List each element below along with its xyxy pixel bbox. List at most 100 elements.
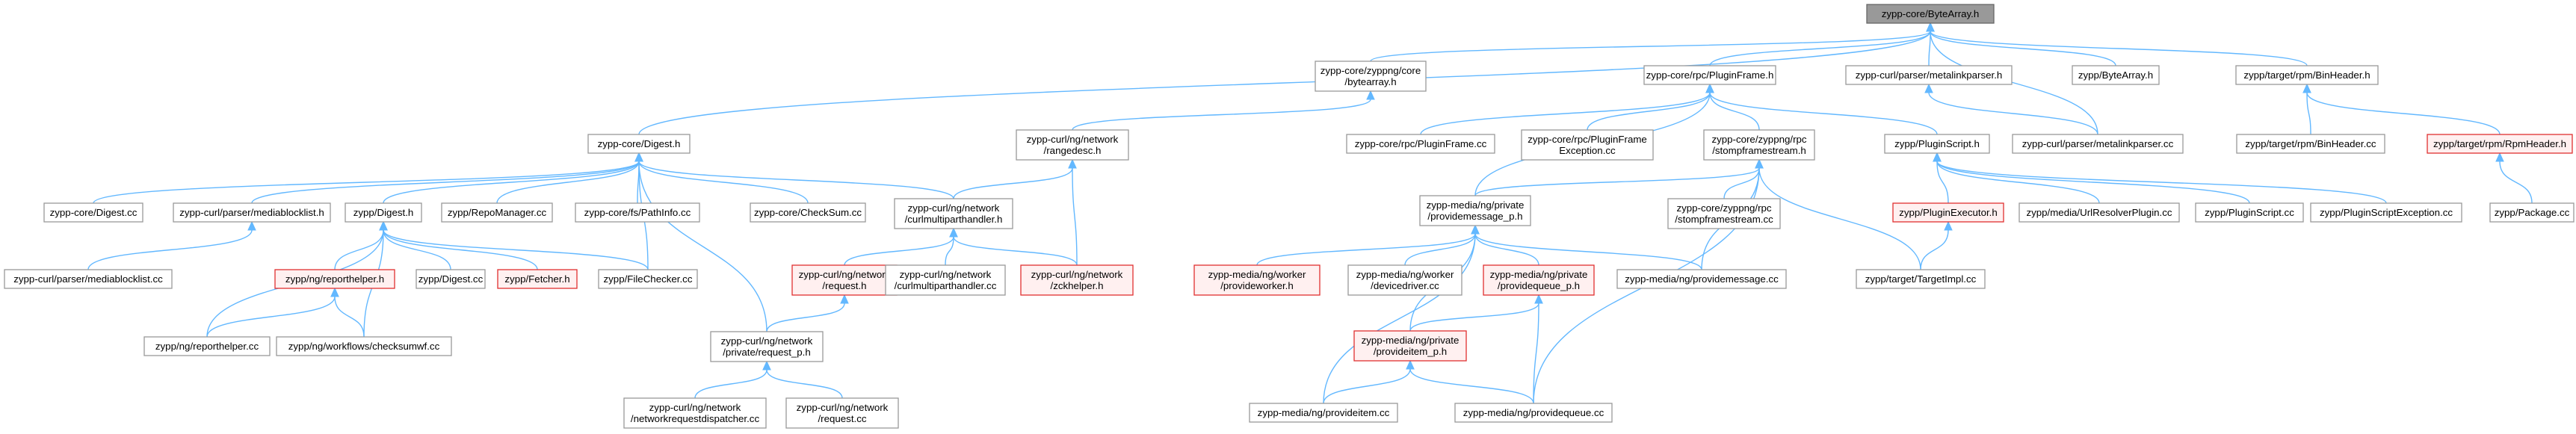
node-metalinkparser-cc[interactable]: zypp-curl/parser/metalinkparser.cc: [2012, 134, 2184, 154]
node-box: [1845, 65, 2013, 85]
edge-n_mediablocklist_h-to-n_digest_h: [251, 152, 643, 204]
node-rangedesc[interactable]: zypp-curl/ng/network/rangedesc.h: [1016, 129, 1129, 161]
node-metalinkparser-h[interactable]: zypp-curl/parser/metalinkparser.h: [1845, 65, 2013, 85]
node-filechecker[interactable]: zypp/FileChecker.cc: [598, 269, 698, 289]
node-reporthelper-h[interactable]: zypp/ng/reporthelper.h: [274, 269, 395, 289]
edge-line: [1709, 31, 1931, 66]
node-digest-h[interactable]: zypp-core/Digest.h: [587, 134, 691, 154]
node-providemessage-cc[interactable]: zypp-media/ng/providemessage.cc: [1616, 269, 1787, 289]
node-label: zypp/Digest.cc: [418, 273, 484, 285]
edge-arrowhead: [1534, 294, 1543, 304]
edge-n_reporthelper_cc-to-n_reporthelper_h: [206, 287, 339, 338]
node-box: [791, 264, 898, 296]
edge-line: [2306, 92, 2311, 135]
node-label: zypp-curl/ng/network: [797, 402, 889, 413]
node-pluginexecutor[interactable]: zypp/PluginExecutor.h: [1892, 202, 2004, 223]
node-box: [785, 397, 899, 429]
node-request-cc[interactable]: zypp-curl/ng/network/request.cc: [785, 397, 899, 429]
edge-n_pluginframe_cc-to-n_pluginframe_h: [1420, 83, 1714, 135]
node-providequeue-cc[interactable]: zypp-media/ng/providequeue.cc: [1454, 403, 1613, 423]
node-stompframestream-h[interactable]: zypp-core/zyppng/rpc/stompframestream.h: [1703, 129, 1815, 161]
edge-line: [1072, 99, 1371, 131]
edge-arrowhead: [330, 287, 339, 297]
node-reporthelper-cc[interactable]: zypp/ng/reporthelper.cc: [143, 336, 271, 356]
edge-line: [2306, 92, 2501, 135]
edge-n_netreqdispatcher-to-n_request_p_h: [694, 360, 771, 399]
node-zypp-digest-h[interactable]: zypp/Digest.h: [345, 202, 422, 223]
node-binheader-h[interactable]: zypp/target/rpm/BinHeader.h: [2235, 65, 2379, 85]
node-devicedriver[interactable]: zypp-media/ng/worker/devicedriver.cc: [1347, 264, 1462, 296]
node-zypp-digest-cc[interactable]: zypp/Digest.cc: [416, 269, 486, 289]
node-box: [143, 336, 271, 356]
node-curlmulti-h[interactable]: zypp-curl/ng/network/curlmultiparthandle…: [894, 198, 1013, 229]
edge-line: [1256, 233, 1476, 266]
node-box: [1703, 129, 1815, 161]
node-label: zypp/PluginScript.cc: [2205, 207, 2294, 218]
node-pluginscript-cc[interactable]: zypp/PluginScript.cc: [2195, 202, 2304, 223]
node-rpmheader-h[interactable]: zypp/target/rpm/RpmHeader.h: [2427, 134, 2573, 154]
edge-arrowhead: [247, 220, 256, 231]
node-pluginscript-h[interactable]: zypp/PluginScript.h: [1884, 134, 1990, 154]
node-netreqdispatcher[interactable]: zypp-curl/ng/network/networkrequestdispa…: [623, 397, 767, 429]
edge-line: [334, 296, 365, 338]
edge-n_request_cc-to-n_request_p_h: [762, 360, 843, 399]
node-zyppng-bytearray[interactable]: zypp-core/zyppng/core/bytearray.h: [1315, 61, 1427, 92]
node-box: [1020, 264, 1134, 296]
edge-line: [638, 31, 1931, 135]
edge-line: [383, 229, 538, 270]
edge-arrowhead: [762, 360, 771, 371]
node-label: zypp-curl/ng/network: [649, 402, 741, 413]
node-providemessage-h[interactable]: zypp-media/ng/private/providemessage_p.h: [1419, 195, 1531, 226]
node-curlmulti-cc[interactable]: zypp-curl/ng/network/curlmultiparthandle…: [885, 264, 1006, 296]
node-repomanager[interactable]: zypp/RepoManager.cc: [441, 202, 553, 223]
node-zckhelper[interactable]: zypp-curl/ng/network/zckhelper.h: [1020, 264, 1134, 296]
node-label: zypp/RepoManager.cc: [448, 207, 547, 218]
node-zypp-bytearray[interactable]: zypp/ByteArray.h: [2072, 65, 2160, 85]
node-root[interactable]: zypp-core/ByteArray.h: [1866, 4, 1995, 24]
node-pluginscriptexc[interactable]: zypp/PluginScriptException.cc: [2310, 202, 2462, 223]
node-label: zypp/PluginScript.h: [1894, 138, 1980, 149]
edge-line: [1936, 161, 2100, 204]
node-request-h[interactable]: zypp-curl/ng/network/request.h: [791, 264, 898, 296]
node-request-p-h[interactable]: zypp-curl/ng/network/private/request_p.h: [710, 331, 824, 362]
node-label: zypp-curl/parser/metalinkparser.h: [1856, 69, 2003, 81]
node-binheader-cc[interactable]: zypp/target/rpm/BinHeader.cc: [2236, 134, 2385, 154]
node-label: /curlmultiparthandler.cc: [895, 280, 997, 291]
edge-line: [2499, 161, 2533, 204]
node-box: [1347, 264, 1462, 296]
node-providequeue-h[interactable]: zypp-media/ng/private/providequeue_p.h: [1483, 264, 1595, 296]
node-checksum[interactable]: zypp-core/CheckSum.cc: [750, 202, 866, 223]
node-box: [575, 202, 700, 223]
edge-n_provideitem_h-to-n_providequeue_h: [1409, 294, 1543, 332]
node-digest-cc-core[interactable]: zypp-core/Digest.cc: [43, 202, 143, 223]
node-targetimpl[interactable]: zypp/target/TargetImpl.cc: [1856, 269, 1986, 289]
node-box: [710, 331, 824, 362]
node-provideitem-cc[interactable]: zypp-media/ng/provideitem.cc: [1249, 403, 1398, 423]
node-pluginframe-h[interactable]: zypp-core/rpc/PluginFrame.h: [1643, 65, 1776, 85]
node-checksumwf[interactable]: zypp/ng/workflows/checksumwf.cc: [276, 336, 452, 356]
node-mediablocklist-h[interactable]: zypp-curl/parser/mediablocklist.h: [173, 202, 331, 223]
edge-line: [1936, 161, 2250, 204]
node-stompframestream-cc[interactable]: zypp-core/zyppng/rpc/stompframestream.cc: [1667, 198, 1781, 229]
node-label: zypp-core/Digest.cc: [50, 207, 138, 218]
edge-arrowhead: [1366, 90, 1375, 100]
edge-arrowhead: [1406, 359, 1415, 370]
node-provideworker[interactable]: zypp-media/ng/worker/provideworker.h: [1193, 264, 1321, 296]
edge-line: [1409, 303, 1539, 332]
node-label: zypp-media/ng/worker: [1208, 269, 1306, 280]
node-mediablocklist-cc[interactable]: zypp-curl/parser/mediablocklist.cc: [4, 269, 173, 289]
node-pluginframe-cc[interactable]: zypp-core/rpc/PluginFrame.cc: [1346, 134, 1495, 154]
node-provideitem-h[interactable]: zypp-media/ng/private/provideitem_p.h: [1353, 330, 1467, 362]
node-label: zypp/ByteArray.h: [2078, 69, 2153, 81]
node-package-cc[interactable]: zypp/Package.cc: [2489, 202, 2575, 223]
node-pathinfo[interactable]: zypp-core/fs/PathInfo.cc: [575, 202, 700, 223]
edge-arrowhead: [1944, 220, 1953, 231]
node-fetcher[interactable]: zypp/Fetcher.h: [497, 269, 578, 289]
node-label: /curlmultiparthandler.h: [905, 214, 1003, 225]
edge-line: [1709, 92, 1760, 131]
node-box: [497, 269, 578, 289]
node-label: /rangedesc.h: [1044, 145, 1102, 156]
node-urlresolver[interactable]: zypp/media/UrlResolverPlugin.cc: [2019, 202, 2180, 223]
